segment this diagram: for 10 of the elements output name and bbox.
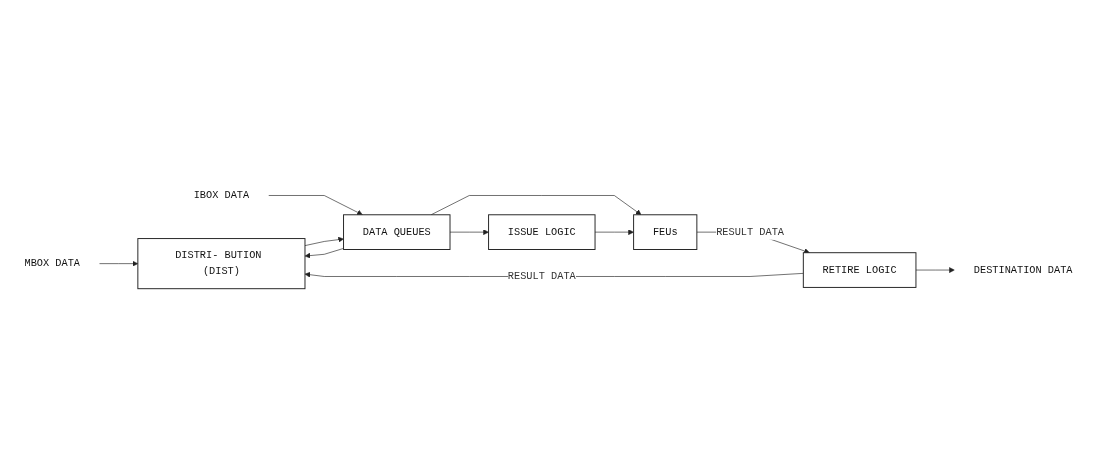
node-box: DISTRI- BUTION (DIST) [137, 238, 306, 290]
node-box: FEUs [633, 214, 698, 251]
node-box: ISSUE LOGIC [488, 214, 596, 251]
node-box: RETIRE LOGIC [802, 252, 917, 288]
node-text: MBOX DATA [24, 257, 80, 270]
edge-label: RESULT DATA [716, 226, 785, 238]
node-box: DATA QUEUES [343, 214, 451, 251]
edge-label: RESULT DATA [507, 270, 576, 283]
node-text: DESTINATION DATA [973, 264, 1073, 276]
node-text: IBOX DATA [193, 189, 250, 202]
